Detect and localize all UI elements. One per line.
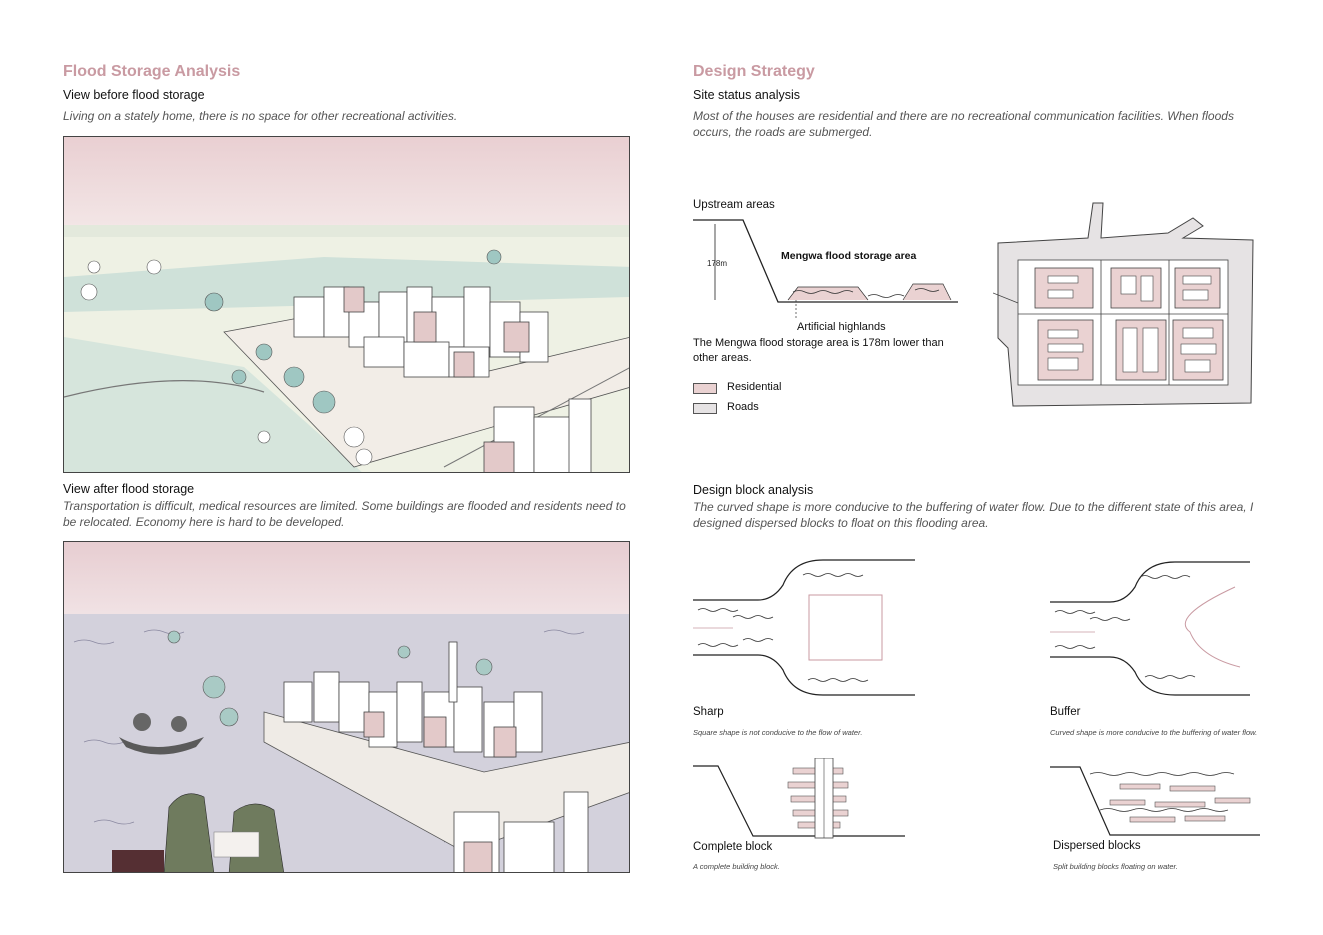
legend-roads-swatch (693, 403, 717, 414)
dispersed-blocks-description: Split building blocks floating on water. (1053, 862, 1178, 871)
sharp-diagram (693, 559, 915, 696)
storage-area-label: Mengwa flood storage area (781, 250, 917, 262)
buffer-title: Buffer (1050, 706, 1081, 718)
after-flood-illustration (63, 541, 630, 873)
before-description: Living on a stately home, there is no sp… (63, 109, 458, 123)
buffer-description: Curved shape is more conducive to the bu… (1050, 728, 1258, 737)
depth-label: 178m (707, 259, 728, 268)
after-subtitle: View after flood storage (63, 482, 195, 496)
section-diagram (693, 219, 958, 320)
sharp-title: Sharp (693, 706, 724, 718)
section-note: The Mengwa flood storage area is 178m lo… (693, 337, 944, 364)
buffer-diagram (1050, 561, 1250, 696)
dispersed-blocks-title: Dispersed blocks (1053, 840, 1141, 852)
site-status-description: Most of the houses are residential and t… (693, 109, 1234, 139)
complete-block-title: Complete block (693, 841, 773, 853)
block-analysis-subtitle: Design block analysis (693, 483, 814, 497)
before-flood-illustration (63, 136, 630, 473)
design-strategy-title: Design Strategy (693, 63, 815, 80)
block-analysis-description: The curved shape is more conducive to th… (693, 500, 1254, 530)
before-subtitle: View before flood storage (63, 88, 205, 102)
highlands-label: Artificial highlands (797, 321, 886, 333)
legend-roads-label: Roads (727, 401, 759, 413)
dispersed-blocks-diagram (1050, 766, 1260, 836)
legend-residential-swatch (693, 383, 717, 394)
after-description: Transportation is difficult, medical res… (63, 499, 626, 529)
site-plan-map (993, 202, 1254, 407)
upstream-label: Upstream areas (693, 199, 775, 211)
sharp-description: Square shape is not conducive to the flo… (693, 728, 863, 737)
flood-storage-title: Flood Storage Analysis (63, 63, 241, 80)
site-status-subtitle: Site status analysis (693, 88, 800, 102)
complete-block-description: A complete building block. (693, 862, 780, 871)
complete-block-diagram (693, 758, 905, 839)
legend-residential-label: Residential (727, 381, 782, 393)
